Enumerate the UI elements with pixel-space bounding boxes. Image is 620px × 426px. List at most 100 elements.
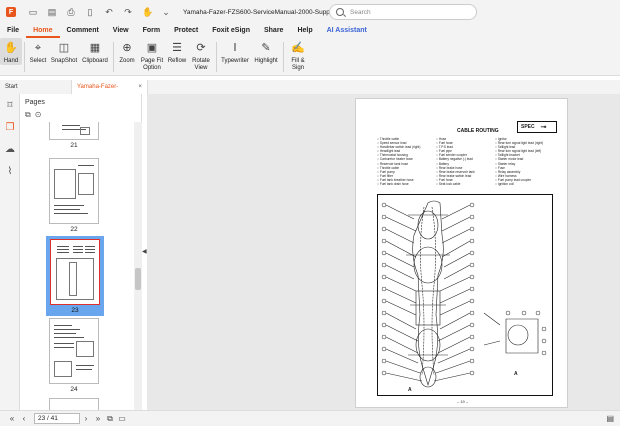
document-tab-strip: Start Yamaha-Fazer-FZS60... × xyxy=(0,80,620,104)
ribbon-divider xyxy=(113,42,114,72)
menu-protect[interactable]: Protect xyxy=(174,27,199,34)
legend-item: Fuel hose xyxy=(436,178,475,182)
thumbnail-line xyxy=(54,347,74,348)
menu-form[interactable]: Form xyxy=(142,27,161,34)
thumbnail-image xyxy=(49,158,99,224)
tab-document-label: Yamaha-Fazer-FZS60... xyxy=(77,84,119,104)
reflow-label: Reflow xyxy=(167,58,187,64)
chevron-down-icon[interactable]: ⌄ xyxy=(162,7,170,17)
typewriter-button[interactable]: Ⅰ Typewriter xyxy=(219,38,251,65)
fill-sign-button[interactable]: ✍ Fill & Sign xyxy=(286,38,310,72)
print-icon[interactable]: ⎙ xyxy=(67,7,75,17)
select-button[interactable]: ⌖ Select xyxy=(27,38,49,65)
legend-item: Fuel tank breather hose xyxy=(377,178,420,182)
copy-page-icon[interactable]: ⧉ xyxy=(107,413,113,423)
legend-item: Throttle cable xyxy=(377,137,420,141)
page-icon[interactable]: ▯ xyxy=(87,7,93,17)
snapshot-button[interactable]: ◫ SnapShot xyxy=(49,38,79,65)
legend-item: Hose xyxy=(436,137,475,141)
page-options-icon[interactable]: ⧉ xyxy=(25,110,31,119)
thumbnail-page-number: 21 xyxy=(70,142,78,149)
hand-button[interactable]: ✋ Hand xyxy=(0,38,22,65)
detail-label: A xyxy=(514,371,518,377)
menu-home[interactable]: Home xyxy=(26,24,60,38)
zoom-button[interactable]: ⊕ Zoom xyxy=(116,38,138,65)
legend-item: Rear turn signal light lead (right) xyxy=(495,141,543,145)
thumbnail-image xyxy=(50,239,100,305)
rotate-view-button[interactable]: ⟳ Rotate View xyxy=(188,38,214,72)
wrench-icon: ⊸ xyxy=(540,124,547,131)
zoom-icon: ⊕ xyxy=(122,41,132,54)
menu-view[interactable]: View xyxy=(112,27,129,34)
page-thumbnail-selected[interactable]: 23 xyxy=(46,236,104,316)
legend-item: Seat lock cable xyxy=(436,182,475,186)
page-fit-option-button[interactable]: ▣ Page Fit Option xyxy=(138,38,166,72)
pages-panel-title: Pages xyxy=(25,99,45,106)
menu-comment[interactable]: Comment xyxy=(66,27,99,34)
menu-bar: File Home Comment View Form Protect Foxi… xyxy=(0,24,620,38)
legend-column-2: HoseFuel hoseT.P.S leadFuel pipeFuel sen… xyxy=(436,137,475,186)
thumbnail-figure xyxy=(76,341,94,357)
ribbon-divider xyxy=(216,42,217,72)
legend-item: Wire harness xyxy=(495,174,543,178)
page-thumbnail[interactable]: 22 xyxy=(44,158,104,233)
reflow-button[interactable]: ☰ Reflow xyxy=(166,38,188,65)
legend-item: Fuel hose xyxy=(436,141,475,145)
legend-item: Fuel pump xyxy=(377,170,420,174)
redo-icon[interactable]: ↷ xyxy=(124,7,132,17)
clipboard-button[interactable]: ▦ Clipboard xyxy=(79,38,111,65)
menu-file[interactable]: File xyxy=(7,27,20,34)
attachment-icon[interactable]: ⌇ xyxy=(7,165,13,177)
open-folder-icon[interactable]: ▭ xyxy=(28,7,38,17)
page-thumbnail[interactable]: 24 xyxy=(44,318,104,393)
page-thumbnail[interactable]: 21 xyxy=(44,122,104,149)
highlight-icon: ✎ xyxy=(261,41,271,54)
foxit-logo-icon[interactable]: F xyxy=(6,7,16,17)
thumbnail-line xyxy=(54,329,80,330)
comments-icon[interactable]: ☁ xyxy=(5,143,15,155)
first-page-icon[interactable]: « xyxy=(9,414,15,423)
scrollbar-thumb[interactable] xyxy=(135,268,141,290)
last-page-icon[interactable]: » xyxy=(95,414,101,423)
highlight-button[interactable]: ✎ Highlight xyxy=(251,38,281,65)
undo-icon[interactable]: ↶ xyxy=(105,7,113,17)
pages-icon[interactable]: ❐ xyxy=(5,121,15,133)
page-thumbnail[interactable] xyxy=(44,398,104,410)
tab-document[interactable]: Yamaha-Fazer-FZS60... × xyxy=(72,80,148,104)
view-mode-icon[interactable]: ▭ xyxy=(118,414,126,423)
close-icon[interactable]: × xyxy=(138,84,142,90)
legend-item: Rear turn signal light lead (left) xyxy=(495,149,543,153)
thumbnail-line xyxy=(78,165,94,166)
thumbnail-line xyxy=(85,252,95,253)
hand-icon: ✋ xyxy=(4,41,18,54)
menu-share[interactable]: Share xyxy=(263,27,284,34)
thumbnail-line xyxy=(54,337,84,338)
next-page-icon[interactable]: › xyxy=(84,414,88,423)
legend-item: Fuse xyxy=(495,166,543,170)
thumbnail-line xyxy=(85,246,95,247)
legend-item: Starter relay xyxy=(495,162,543,166)
reflow-icon: ☰ xyxy=(172,41,182,54)
menu-ai-assistant[interactable]: AI Assistant xyxy=(326,27,367,34)
save-icon[interactable]: ▤ xyxy=(47,7,57,17)
search-input[interactable]: Search xyxy=(329,4,477,20)
menu-foxit-esign[interactable]: Foxit eSign xyxy=(212,27,250,34)
fill-sign-icon: ✍ xyxy=(291,41,305,54)
bookmark-icon[interactable]: ⌑ xyxy=(7,99,13,111)
page-fit-label-2: Option xyxy=(143,65,161,71)
thumbnail-line xyxy=(85,249,95,250)
hand-tool-dropdown-icon[interactable]: ✋ xyxy=(142,7,154,17)
thumbnail-scrollbar[interactable] xyxy=(134,122,142,410)
thumbnail-line xyxy=(57,249,69,250)
menu-help[interactable]: Help xyxy=(297,27,313,34)
thumbnail-page-number: 23 xyxy=(71,307,79,314)
panel-toggle-icon[interactable]: ▤ xyxy=(606,414,614,423)
thumbnail-line xyxy=(54,343,74,344)
thumbnail-figure xyxy=(54,169,76,199)
page-number-input[interactable]: 23 / 41 xyxy=(34,413,80,424)
page-zoom-icon[interactable]: ⊙ xyxy=(34,110,42,119)
tab-start[interactable]: Start xyxy=(0,80,72,94)
previous-page-icon[interactable]: ‹ xyxy=(22,414,26,423)
document-view[interactable]: SPEC ⊸ CABLE ROUTING Throttle cableSpeed… xyxy=(147,94,620,410)
collapse-panel-icon[interactable]: ◀ xyxy=(142,249,147,255)
